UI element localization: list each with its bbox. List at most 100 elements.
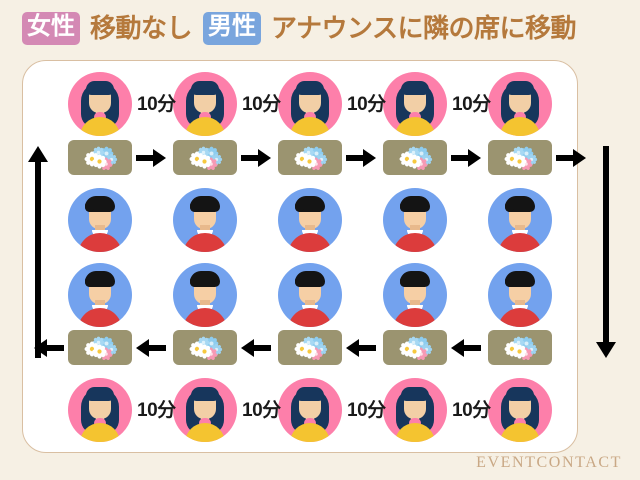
male-neck-part: [95, 225, 105, 233]
female-body-part: [500, 117, 540, 136]
avatar-male[interactable]: [173, 263, 237, 327]
arrow-head: [241, 339, 254, 357]
arrow-shaft: [45, 345, 64, 351]
female-body-part: [290, 117, 330, 136]
avatar-male[interactable]: [488, 263, 552, 327]
arrow-shaft: [147, 345, 166, 351]
avatar-female[interactable]: [488, 378, 552, 442]
duration-label: 10分: [242, 400, 281, 421]
male-hair2-part: [85, 201, 94, 212]
table-with-flowers[interactable]: [68, 140, 132, 175]
arrow-right: [346, 149, 376, 167]
avatar-female[interactable]: [488, 72, 552, 136]
table-with-flowers[interactable]: [383, 330, 447, 365]
female-fringe-part: [86, 387, 114, 401]
male-hair2-part: [295, 201, 304, 212]
legend-male-text: アナウンスに隣の席に移動: [271, 13, 576, 43]
avatar-female[interactable]: [173, 378, 237, 442]
female-body-part: [395, 423, 435, 442]
female-fringe-part: [191, 81, 219, 95]
flower-bouquet-icon: [504, 336, 538, 361]
arrow-left: [241, 339, 271, 357]
duration-label: 10分: [137, 94, 176, 115]
flower-bouquet-icon: [294, 146, 328, 171]
male-body-part: [288, 233, 332, 252]
avatar-female[interactable]: [278, 72, 342, 136]
male-hair2-part: [295, 276, 304, 287]
female-body-part: [395, 117, 435, 136]
female-fringe-part: [401, 387, 429, 401]
avatar-female[interactable]: [173, 72, 237, 136]
male-neck-part: [515, 225, 525, 233]
female-fringe-part: [401, 81, 429, 95]
arrow-head: [451, 339, 464, 357]
male-neck-part: [410, 225, 420, 233]
male-hair2-part: [85, 276, 94, 287]
bouquet: [186, 146, 224, 171]
duration-label: 10分: [347, 400, 386, 421]
legend-female-text: 移動なし: [90, 13, 193, 43]
table-with-flowers[interactable]: [173, 330, 237, 365]
female-body-part: [185, 423, 225, 442]
arrow-right: [241, 149, 271, 167]
avatar-male[interactable]: [278, 263, 342, 327]
avatar-female[interactable]: [278, 378, 342, 442]
badge-female: 女性: [22, 11, 80, 45]
female-fringe-part: [296, 81, 324, 95]
arrow-head: [468, 149, 481, 167]
bouquet: [186, 336, 224, 361]
table-with-flowers[interactable]: [488, 140, 552, 175]
arrow-head: [573, 149, 586, 167]
flower-bouquet-icon: [399, 146, 433, 171]
avatar-female[interactable]: [383, 72, 447, 136]
arrow-head: [28, 146, 48, 162]
duration-label: 10分: [347, 94, 386, 115]
table-with-flowers[interactable]: [173, 140, 237, 175]
arrow-head: [136, 339, 149, 357]
avatar-female[interactable]: [383, 378, 447, 442]
arrow-right: [136, 149, 166, 167]
arrow-right: [556, 149, 586, 167]
male-body-part: [78, 233, 122, 252]
arrow-shaft: [346, 155, 365, 161]
table-with-flowers[interactable]: [383, 140, 447, 175]
flower-bouquet-icon: [294, 336, 328, 361]
table-with-flowers[interactable]: [68, 330, 132, 365]
avatar-male[interactable]: [68, 263, 132, 327]
avatar-male[interactable]: [383, 263, 447, 327]
avatar-male[interactable]: [68, 188, 132, 252]
bouquet: [501, 336, 539, 361]
avatar-female[interactable]: [68, 72, 132, 136]
arrow-shaft: [241, 155, 260, 161]
arrow-head: [363, 149, 376, 167]
arrow-left: [136, 339, 166, 357]
arrow-shaft: [35, 160, 41, 358]
bouquet: [396, 336, 434, 361]
avatar-male[interactable]: [173, 188, 237, 252]
watermark-eventcontact: EVENTCONTACT: [476, 454, 622, 471]
table-with-flowers[interactable]: [488, 330, 552, 365]
female-body-part: [500, 423, 540, 442]
flower-bouquet-icon: [189, 336, 223, 361]
arrow-head: [346, 339, 359, 357]
table-with-flowers[interactable]: [278, 140, 342, 175]
male-hair2-part: [400, 276, 409, 287]
bouquet: [396, 146, 434, 171]
male-neck-part: [410, 300, 420, 308]
male-hair2-part: [190, 276, 199, 287]
avatar-male[interactable]: [383, 188, 447, 252]
duration-label: 10分: [137, 400, 176, 421]
bouquet: [81, 336, 119, 361]
badge-male: 男性: [203, 11, 262, 45]
arrow-head: [596, 342, 616, 358]
bouquet: [501, 146, 539, 171]
table-with-flowers[interactable]: [278, 330, 342, 365]
avatar-male[interactable]: [278, 188, 342, 252]
avatar-male[interactable]: [488, 188, 552, 252]
female-fringe-part: [191, 387, 219, 401]
header-legend: 女性 移動なし 男性 アナウンスに隣の席に移動: [0, 0, 640, 56]
arrow-shaft: [603, 146, 609, 344]
side-arrow-down: [596, 146, 616, 358]
avatar-female[interactable]: [68, 378, 132, 442]
male-hair2-part: [505, 201, 514, 212]
